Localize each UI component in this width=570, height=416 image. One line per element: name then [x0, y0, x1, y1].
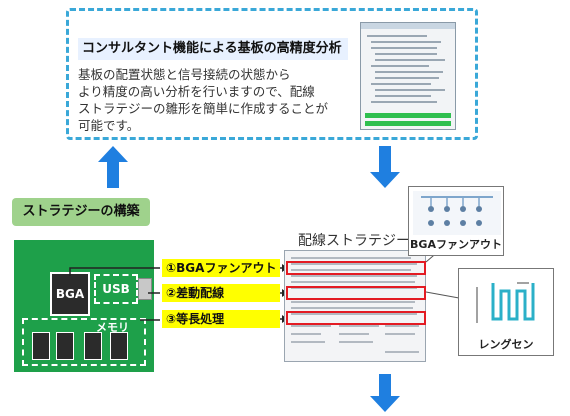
strategy-row	[291, 257, 411, 259]
memory-area	[22, 318, 146, 366]
strategy-row	[291, 333, 321, 335]
consultant-panel-body: 基板の配置状態と信号接続の状態から より精度の高い分析を行いますので、配線 スト…	[78, 66, 348, 134]
memory-chip	[84, 332, 102, 360]
arrow-down-icon	[370, 374, 400, 412]
strategy-build-label: ストラテジーの構築	[12, 198, 150, 226]
fanout-pattern-icon	[413, 191, 501, 235]
strategy-row	[385, 325, 419, 327]
bga-fanout-callout	[408, 186, 504, 256]
tree-line	[371, 47, 437, 49]
strategy-row-highlight	[286, 286, 426, 300]
length-tuning-callout-label: レングセン	[478, 338, 534, 351]
pcb-board: BGA USB メモリ	[14, 240, 154, 372]
tree-line	[367, 35, 427, 37]
strategy-row	[291, 325, 331, 327]
body-line: より精度の高い分析を行いますので、配線	[78, 84, 315, 99]
length-tuning-callout	[458, 268, 554, 356]
tree-line	[371, 83, 431, 85]
window-titlebar	[361, 23, 455, 29]
strategy-row	[291, 281, 415, 283]
serpentine-trace-icon	[476, 282, 535, 323]
tree-line	[371, 65, 429, 67]
tree-line	[375, 95, 431, 97]
arrow-down-icon	[370, 146, 400, 188]
strategy-row	[291, 287, 417, 289]
strategy-row	[291, 269, 411, 271]
memory-chip	[32, 332, 50, 360]
tree-line	[375, 89, 445, 91]
strategy-row-highlight	[286, 311, 426, 325]
step-bga-fanout: ①BGAファンアウト	[162, 259, 280, 277]
arrow-up-icon	[98, 146, 128, 188]
memory-chip	[110, 332, 128, 360]
tree-line	[375, 53, 437, 55]
strategy-window-title: 配線ストラテジー	[298, 233, 410, 249]
bga-fanout-callout-label: BGAファンアウト	[410, 238, 502, 251]
progress-bar	[365, 113, 451, 118]
memory-chip	[56, 332, 74, 360]
strategy-row	[291, 341, 325, 343]
strategy-row-highlight	[286, 261, 426, 275]
strategy-row	[291, 263, 417, 265]
tree-line	[371, 101, 437, 103]
progress-bar	[365, 121, 451, 126]
strategy-row	[291, 307, 413, 309]
body-line: 基板の配置状態と信号接続の状態から	[78, 67, 291, 82]
analysis-screenshot-window	[360, 22, 456, 130]
strategy-row	[291, 301, 415, 303]
memory-label: メモリ	[96, 321, 129, 334]
strategy-row	[339, 325, 379, 327]
tree-line	[375, 71, 443, 73]
tree-line	[371, 41, 441, 43]
strategy-row	[291, 313, 417, 315]
body-line: ストラテジーの雛形を簡単に作成することが	[78, 101, 329, 116]
body-line: 可能です。	[78, 118, 140, 133]
bga-chip: BGA	[50, 272, 90, 316]
usb-connector	[138, 278, 152, 300]
strategy-row	[385, 333, 415, 335]
strategy-row	[339, 333, 369, 335]
consultant-panel-title: コンサルタント機能による基板の高精度分析	[78, 38, 348, 60]
strategy-row	[291, 275, 417, 277]
step-length-tuning: ③等長処理	[162, 310, 280, 328]
strategy-row	[385, 351, 419, 353]
step-differential-routing: ②差動配線	[162, 284, 280, 302]
tree-line	[375, 77, 439, 79]
tree-line	[375, 59, 445, 61]
usb-area: USB	[94, 274, 138, 304]
strategy-window	[284, 250, 426, 362]
strategy-row	[339, 341, 373, 343]
